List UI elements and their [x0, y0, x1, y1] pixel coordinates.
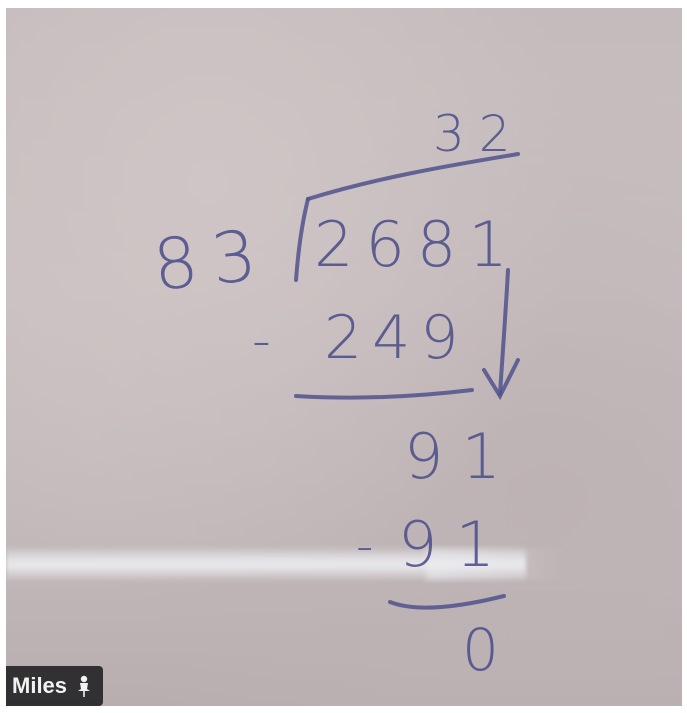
dividend: 2681: [314, 208, 520, 281]
step1-minus: -: [252, 311, 271, 371]
step2-underline: [388, 594, 506, 610]
whiteboard-writing: 32 83 2681 - 249 91 - 91 0: [149, 105, 525, 684]
final-remainder: 0: [462, 616, 499, 684]
divisor: 83: [149, 213, 274, 307]
bring-down-arrow-head: [482, 358, 520, 401]
division-bracket: [294, 197, 310, 282]
step1-remainder: 91: [404, 420, 519, 493]
light-glare-fade: [426, 548, 566, 580]
step2-minus: -: [356, 518, 373, 574]
step1-underline: [294, 388, 474, 400]
bring-down-arrow-shaft: [498, 268, 510, 396]
step1-product: 249: [324, 303, 469, 373]
participant-name: Miles: [12, 673, 68, 698]
quotient: 32: [433, 105, 525, 163]
participant-name-tag: Miles: [6, 666, 104, 706]
pin-icon[interactable]: [75, 675, 93, 697]
division-bar-top: [306, 152, 520, 201]
video-feed: 32 83 2681 - 249 91 - 91 0 Miles: [6, 8, 682, 706]
step2-product: 91: [398, 508, 513, 581]
